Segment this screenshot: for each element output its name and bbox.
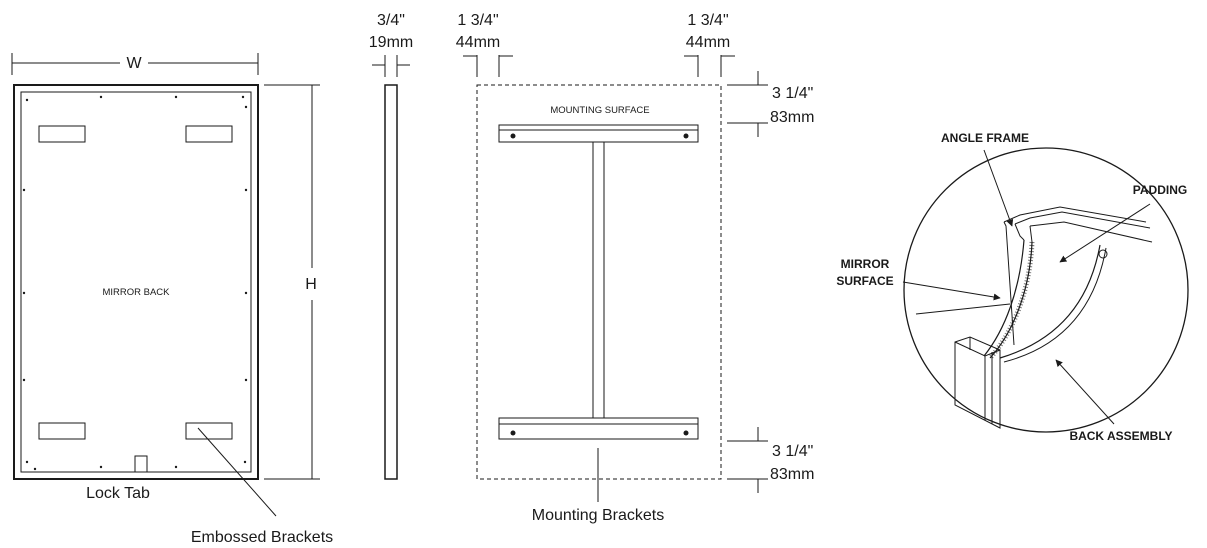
bottom-offset-inch-label: 3 1/4" [772, 443, 813, 460]
thickness-mm-label: 19mm [369, 34, 413, 51]
mounting-view: 1 3/4" 44mm 1 3/4" 44mm MOUNTING SURFACE [456, 12, 815, 524]
vertical-bracket [592, 141, 605, 419]
lock-tab [134, 455, 148, 473]
mirror-curve [983, 239, 1025, 357]
fastener-dot [33, 467, 37, 471]
fastener-dot [174, 465, 178, 469]
width-label: W [126, 55, 142, 72]
fastener-dot [99, 465, 103, 469]
left-offset-mm-label: 44mm [456, 34, 500, 51]
frame-detail-view: ANGLE FRAME PADDING MIRROR SURFACE BACK … [836, 131, 1189, 443]
mirror-back-view: W MIRROR [11, 53, 333, 546]
fastener-dot [243, 460, 247, 464]
embossed-brackets-label: Embossed Brackets [191, 529, 333, 546]
fastener-dot [25, 460, 29, 464]
side-view: 3/4" 19mm [369, 12, 413, 480]
mounting-surface-outline [476, 84, 722, 480]
mirror-surface-label-line2: SURFACE [836, 274, 893, 288]
bottom-offset-mm-label: 83mm [770, 466, 814, 483]
angle-frame [1003, 206, 1153, 346]
lower-frame [954, 336, 1001, 429]
mounting-surface-label: MOUNTING SURFACE [550, 105, 649, 116]
fastener-dot [244, 378, 248, 382]
detail-circle [903, 147, 1189, 433]
width-dimension: W [11, 53, 259, 75]
fastener-dot [244, 291, 248, 295]
height-dimension: H [264, 84, 320, 480]
back-assembly-leader [1055, 359, 1115, 425]
fastener-dots [22, 95, 248, 471]
back-panel-curve-outer [1003, 247, 1107, 363]
embossed-bracket [185, 125, 233, 143]
mounting-brackets-label: Mounting Brackets [532, 507, 665, 524]
embossed-bracket [38, 422, 86, 440]
fastener-dot [22, 378, 26, 382]
mirror-surface-leader-upper [902, 281, 1001, 301]
fastener-dot [244, 105, 248, 109]
top-offset-inch-label: 3 1/4" [772, 85, 813, 102]
top-mounting-bracket [498, 124, 699, 143]
left-offset-inch-label: 1 3/4" [457, 12, 498, 29]
thickness-inch-label: 3/4" [377, 12, 405, 29]
fastener-dot [25, 98, 29, 102]
fastener-dot [99, 95, 103, 99]
fastener-dot [22, 188, 26, 192]
height-label: H [305, 276, 317, 293]
angle-frame-label: ANGLE FRAME [941, 131, 1029, 145]
padding-leader [1059, 203, 1151, 263]
mirror-surface-leader-lower [915, 303, 1011, 315]
padding-label: PADDING [1133, 183, 1187, 197]
fastener-dot [244, 188, 248, 192]
fastener-dot [241, 95, 245, 99]
embossed-bracket [185, 422, 233, 440]
fastener-dot [22, 291, 26, 295]
bottom-mounting-bracket [498, 417, 699, 440]
back-panel-curve [999, 244, 1101, 359]
right-offset-inch-label: 1 3/4" [687, 12, 728, 29]
embossed-bracket [38, 125, 86, 143]
mirror-frame-inner [20, 91, 252, 473]
fastener-dot [174, 95, 178, 99]
bolt-head [1098, 249, 1108, 259]
embossed-leader-line [197, 427, 277, 517]
mirror-back-label: MIRROR BACK [102, 287, 170, 298]
mirror-frame-outer [13, 84, 259, 480]
back-assembly-label: BACK ASSEMBLY [1069, 429, 1172, 443]
mirror-surface-label-line1: MIRROR [841, 257, 890, 271]
angle-frame-leader [983, 149, 1014, 227]
lock-tab-label: Lock Tab [86, 485, 150, 502]
top-offset-mm-label: 83mm [770, 109, 814, 126]
mirror-side-profile [384, 84, 398, 480]
right-offset-mm-label: 44mm [686, 34, 730, 51]
